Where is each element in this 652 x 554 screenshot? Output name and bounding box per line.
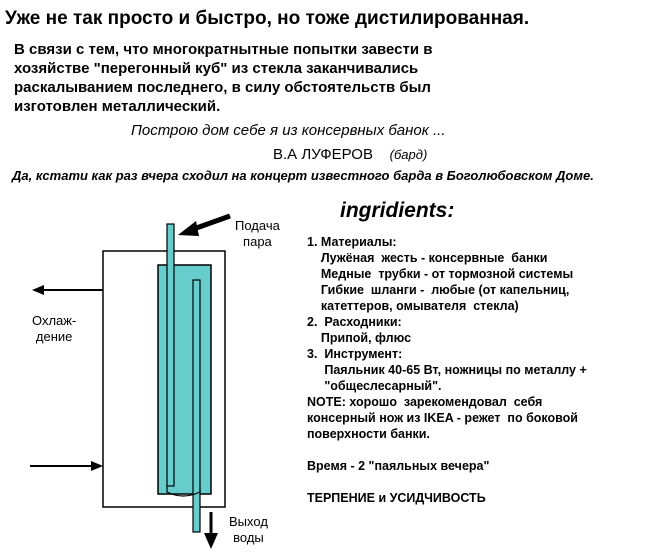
epigraph-quote: Построю дом себе я из консервных банок .…: [131, 122, 446, 139]
water-out-arrow: [204, 533, 218, 549]
intro-line: В связи с тем, что многократнытные попыт…: [14, 41, 433, 58]
inner-vessel: [157, 264, 212, 495]
ingredients-list: 1. Материалы: Лужёная жесть - консервные…: [307, 234, 587, 506]
ingredient-line: ТЕРПЕНИЕ и УСИДЧИВОСТЬ: [307, 491, 486, 505]
ingredient-line: консерный нож из IKEA - режет по боковой: [307, 411, 578, 425]
page-title: Уже не так просто и быстро, но тоже дист…: [5, 8, 530, 29]
cooling-out-arrow: [32, 285, 44, 295]
ingredient-line: 3. Инструмент:: [307, 347, 403, 361]
intro-line: хозяйстве "перегонный куб" из стекла зак…: [14, 60, 419, 77]
author-role: (бард): [389, 147, 428, 162]
ingredient-line: катеттеров, омывателя стекла): [307, 299, 519, 313]
ingredient-line: Припой, флюс: [307, 331, 412, 345]
ingredient-line: 1. Материалы:: [307, 235, 397, 249]
ingredient-line: [307, 474, 587, 490]
ingredient-line: Лужёная жесть - консервные банки: [307, 251, 548, 265]
steam-in-label: Подача пара: [235, 218, 280, 249]
water-out-label: Выход воды: [229, 514, 268, 545]
steam-in-arrow: [178, 221, 199, 236]
ingredient-line: [307, 442, 587, 458]
u-bend: [166, 486, 201, 497]
ingredient-line: 2. Расходники:: [307, 315, 402, 329]
intro-line: изготовлен металлический.: [14, 98, 221, 115]
ingredient-line: Медные трубки - от тормозной системы: [307, 267, 574, 281]
steam-tube: [166, 223, 175, 487]
ingredient-line: Время - 2 "паяльных вечера": [307, 459, 490, 473]
ingredient-line: Гибкие шланги - любые (от капельниц,: [307, 283, 570, 297]
ingredient-line: NOTE: хорошо зарекомендовал себя: [307, 395, 543, 409]
cooling-in-arrow: [91, 461, 103, 471]
concert-note: Да, кстати как раз вчера сходил на конце…: [12, 168, 594, 183]
ingredient-line: поверхности банки.: [307, 427, 430, 441]
intro-paragraph: В связи с тем, что многократнытные попыт…: [14, 40, 432, 116]
intro-line: раскалыванием последнего, в силу обстоят…: [14, 79, 431, 96]
ingredients-heading: ingridients:: [340, 199, 455, 222]
ingredient-line: Паяльник 40-65 Вт, ножницы по металлу +: [307, 363, 587, 377]
ingredient-line: "общеслесарный".: [307, 379, 442, 393]
author-name: В.А ЛУФЕРОВ: [273, 146, 373, 163]
epigraph-author: В.А ЛУФЕРОВ (бард): [273, 146, 427, 163]
outlet-tube: [192, 279, 201, 533]
cooling-label: Охлаж- дение: [32, 313, 77, 344]
